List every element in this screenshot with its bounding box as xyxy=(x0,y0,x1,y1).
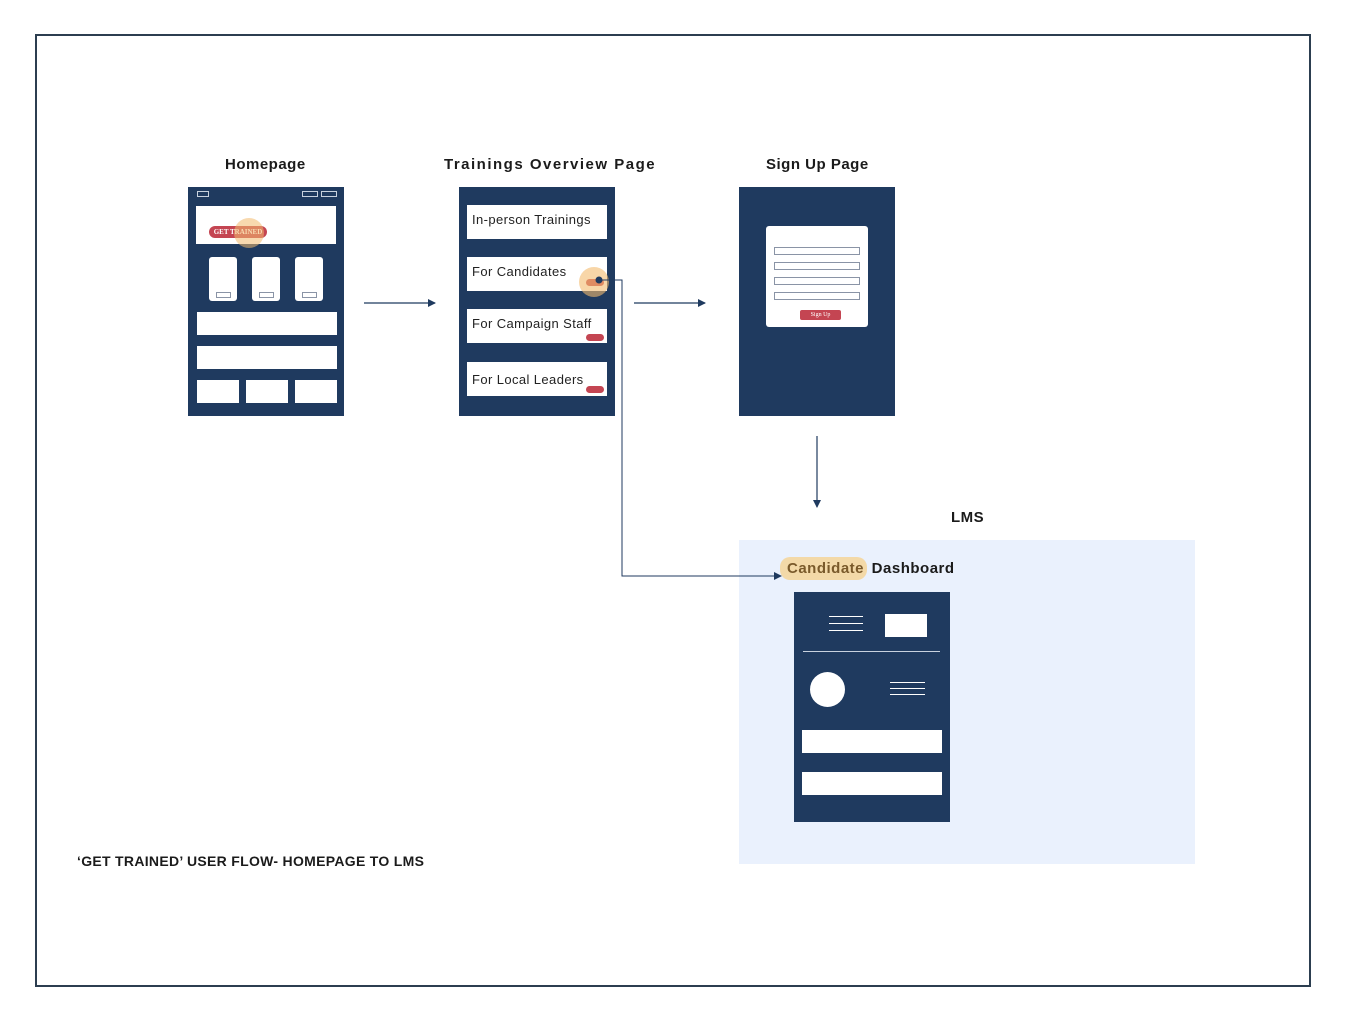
dashboard-wireframe xyxy=(794,592,950,822)
form-field[interactable] xyxy=(774,277,860,285)
lms-title: LMS xyxy=(951,509,985,526)
signup-button[interactable]: Sign Up xyxy=(800,310,841,320)
header-block xyxy=(885,614,927,637)
tap-highlight xyxy=(234,218,264,248)
trainings-title: Trainings Overview Page xyxy=(444,156,657,173)
course-bar xyxy=(802,730,942,753)
training-item-local-leaders[interactable]: For Local Leaders xyxy=(467,362,607,396)
form-field[interactable] xyxy=(774,247,860,255)
hero-block: GET TRAINED xyxy=(196,206,336,248)
feature-card xyxy=(252,257,280,301)
nav-link-placeholder xyxy=(321,191,337,197)
footer-block xyxy=(197,380,239,403)
homepage-wireframe: GET TRAINED xyxy=(188,187,344,416)
training-item-in-person[interactable]: In-person Trainings xyxy=(467,205,607,239)
nav-logo-placeholder xyxy=(197,191,209,197)
form-field[interactable] xyxy=(774,292,860,300)
arrow-candidates-to-dashboard xyxy=(599,279,782,580)
avatar xyxy=(810,672,845,707)
content-bar xyxy=(197,312,337,335)
signup-title: Sign Up Page xyxy=(766,156,869,173)
form-field[interactable] xyxy=(774,262,860,270)
feature-card xyxy=(295,257,323,301)
footer-block xyxy=(295,380,337,403)
menu-lines-icon xyxy=(829,616,863,631)
signup-form-card: Sign Up xyxy=(766,226,868,327)
training-item-campaign-staff[interactable]: For Campaign Staff xyxy=(467,309,607,343)
footer-block xyxy=(246,380,288,403)
campaign-staff-cta[interactable] xyxy=(586,334,604,341)
homepage-title: Homepage xyxy=(225,156,306,173)
diagram-frame xyxy=(35,34,1311,987)
feature-card xyxy=(209,257,237,301)
dashboard-title-rest: Dashboard xyxy=(867,560,955,577)
dashboard-title: Candidate Dashboard xyxy=(780,557,955,580)
nav-link-placeholder xyxy=(302,191,318,197)
profile-text-lines xyxy=(890,682,925,695)
local-leaders-cta[interactable] xyxy=(586,386,604,393)
course-bar xyxy=(802,772,942,795)
content-bar xyxy=(197,346,337,369)
diagram-caption: ‘GET TRAINED’ USER FLOW- HOMEPAGE TO LMS xyxy=(77,853,425,869)
divider xyxy=(803,651,940,652)
tap-highlight xyxy=(579,267,609,297)
dashboard-title-highlight: Candidate xyxy=(780,557,868,580)
